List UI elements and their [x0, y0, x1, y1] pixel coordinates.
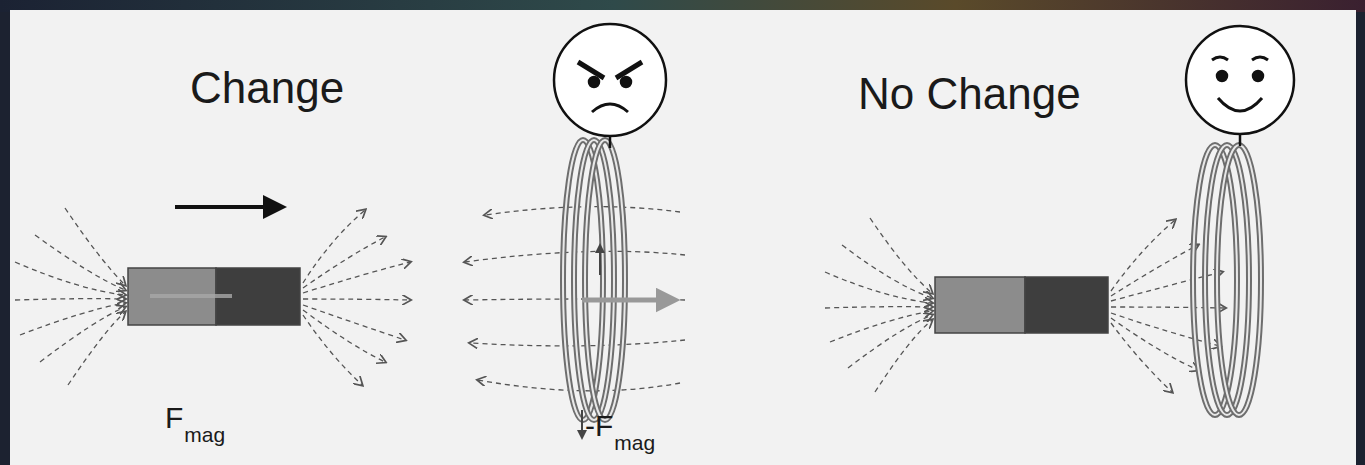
force-subscript: mag [614, 432, 655, 453]
coil-turn-highlight [574, 140, 614, 420]
coil-turn-highlight [585, 140, 625, 420]
coil-turn-highlight [1205, 145, 1249, 415]
force-subscript: mag [184, 424, 225, 445]
coil-turn [1205, 145, 1249, 415]
force-symbol: -F [585, 411, 613, 441]
field-lines [15, 208, 410, 385]
force-symbol: F [165, 403, 183, 433]
bar-magnet [935, 277, 1108, 333]
current-arrow [599, 248, 601, 275]
panel-heading: Change [190, 66, 344, 110]
motion-arrow [175, 205, 275, 209]
wire-coil [1193, 145, 1261, 415]
coil-turn [585, 140, 625, 420]
coil-turn-highlight [1217, 145, 1261, 415]
coil-turn [1217, 145, 1261, 415]
coil-turn [574, 140, 614, 420]
bar-magnet [128, 268, 300, 325]
field-lines [825, 218, 1225, 392]
panel-heading: No Change [858, 72, 1081, 116]
force-arrow [582, 298, 668, 303]
current-arrow [581, 410, 583, 435]
wire-coil [563, 140, 625, 420]
angry-face [554, 24, 666, 148]
happy-face [1186, 26, 1294, 146]
